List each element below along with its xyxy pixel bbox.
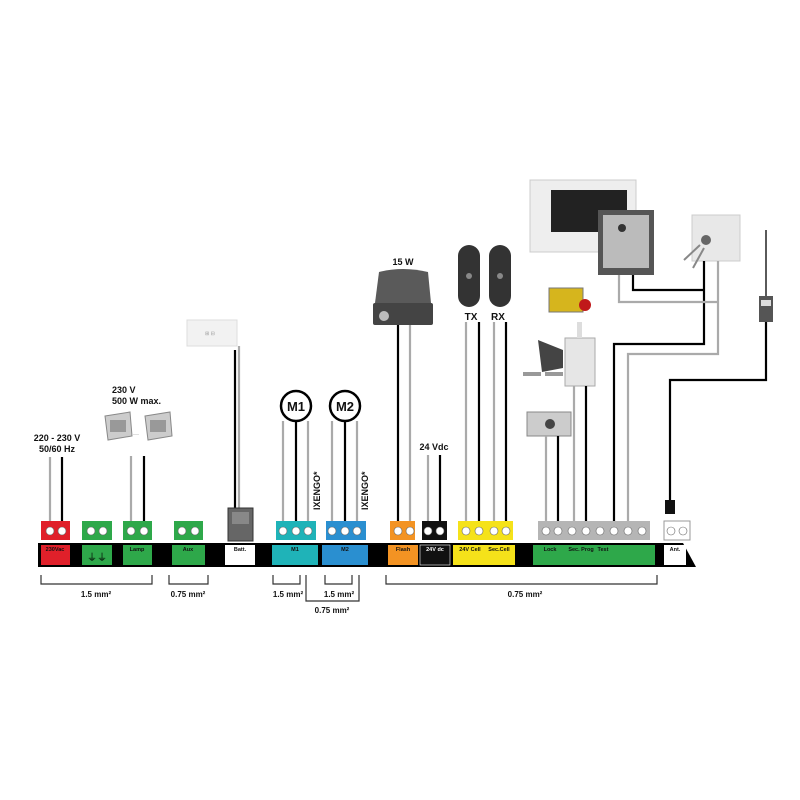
ixengo-m2-label: IXENGO* [360,471,370,510]
wire-size-power-lamp: 1.5 mm² [81,590,112,599]
wire-size-encoder: 0.75 mm² [315,606,350,615]
terminal-block-aux[interactable]: Aux [172,521,205,565]
motor-m1-label: M1 [287,399,305,414]
terminal-label-24vdc: 24V dc [426,547,444,553]
terminal-block-lamp[interactable]: Lamp [123,521,152,565]
electric-lock-icon [526,411,572,437]
earth-symbol-icon: ⏚⏚ [87,552,107,564]
terminal-block-m2[interactable]: M2 [322,521,368,565]
terminal-block-power[interactable]: 230Vac [41,521,70,565]
lamp-power-label: 500 W max. [112,396,161,406]
terminal-block-24vdc[interactable]: 24V dc [419,521,451,566]
radio-receiver-icon [564,322,596,387]
flash-power-label: 15 W [392,257,414,267]
svg-text:···: ··· [133,432,139,438]
mains-frequency-label: 50/60 Hz [39,444,76,454]
photocell-tx-icon [458,245,480,307]
wires [48,261,768,521]
wire-size-m2: 1.5 mm² [324,590,355,599]
flashing-light-icon [373,269,433,325]
terminal-label-sec-prog: Sec. Prog [568,547,593,553]
wire-size-m1: 1.5 mm² [273,590,304,599]
terminal-label-lock: Lock [544,547,558,553]
terminal-label-lamp: Lamp [130,547,145,553]
wire-size-aux: 0.75 mm² [171,590,206,599]
mains-voltage-label: 220 - 230 V [34,433,81,443]
terminal-block-photocells[interactable]: 24V Cell Sec.Cell [453,521,515,565]
ixengo-m1-label: IXENGO* [312,471,322,510]
supply-24vdc-label: 24 Vdc [419,442,448,452]
antenna-icon [759,230,773,322]
wire-size-brackets [40,575,658,602]
motor-m2-label: M2 [336,399,354,414]
terminal-block-battery[interactable]: Batt. [225,507,255,565]
terminal-label-m2: M2 [341,547,349,553]
terminal-label-aux: Aux [183,547,194,553]
terminal-label-power: 230Vac [46,547,65,553]
terminal-label-battery: Batt. [234,547,247,553]
terminal-label-test: Test [598,547,609,553]
terminal-block-antenna[interactable]: Ant. [663,520,691,565]
terminal-block-inputs[interactable]: Lock Sec. Prog Test [533,521,655,565]
terminal-label-sec-cell: Sec.Cell [488,547,510,553]
terminal-label-flash: Flash [396,547,411,553]
wire-size-low-voltage: 0.75 mm² [508,590,543,599]
aux-module-icon: ⊞ ⊟ [186,319,238,347]
floodlight-icon: ··· [104,411,173,441]
terminal-block-lamp-unused[interactable]: ⏚⏚ [82,521,112,565]
terminal-label-antenna: Ant. [670,547,681,553]
lamp-voltage-label: 230 V [112,385,136,395]
safety-edge-icon [523,340,563,376]
photocell-rx-label: RX [491,312,505,323]
photocell-rx-icon [489,245,511,307]
svg-text:⊞ ⊟: ⊞ ⊟ [205,331,215,337]
intercom-door-panel-icon [598,210,654,275]
photocell-tx-label: TX [465,312,478,323]
terminal-label-m1: M1 [291,547,299,553]
emergency-stop-icon [548,287,591,313]
terminal-block-flash[interactable]: Flash [388,521,418,565]
terminal-label-24v-cell: 24V Cell [459,547,481,553]
terminal-block-m1[interactable]: M1 [272,521,318,565]
key-switch-icon [683,214,741,269]
